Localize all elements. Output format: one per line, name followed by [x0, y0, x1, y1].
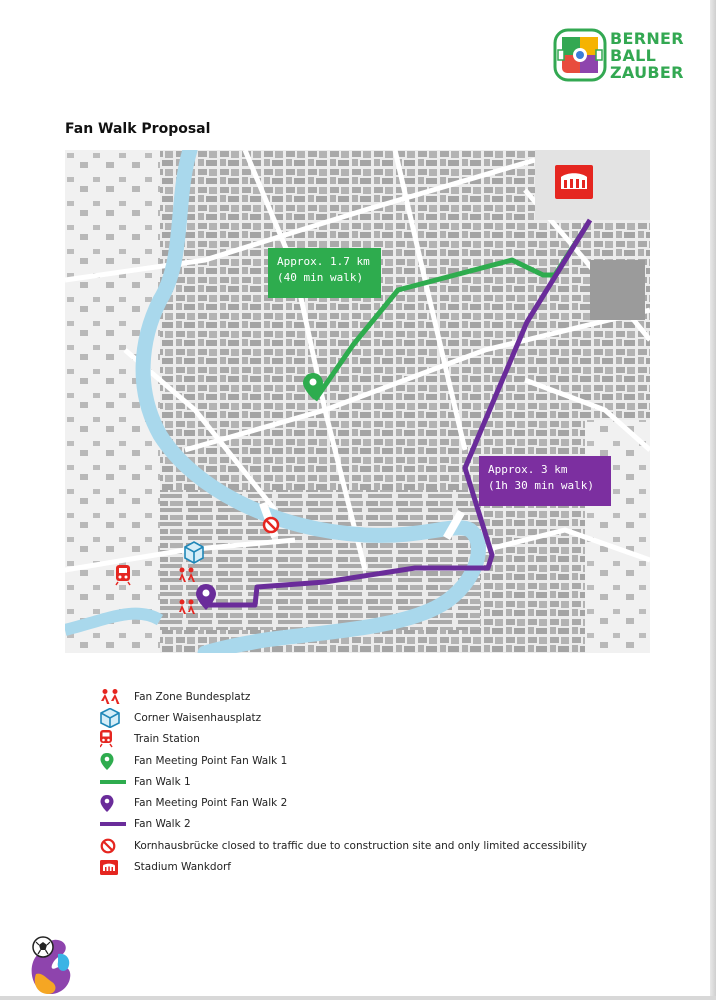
- legend-item: Stadium Wankdorf: [100, 856, 660, 877]
- nydegg-bridge: [443, 510, 465, 540]
- fan-walk-map[interactable]: Approx. 1.7 km (40 min walk) Approx. 3 k…: [65, 150, 650, 653]
- page-bottom-edge: [0, 996, 716, 1000]
- fan-zone-icon: [100, 687, 126, 707]
- legend-label: Fan Walk 2: [134, 818, 191, 831]
- no-entry-kornhausbruecke-icon[interactable]: [262, 516, 280, 534]
- corner-icon: [100, 707, 126, 728]
- fan-walk-1-callout: Approx. 1.7 km (40 min walk): [268, 248, 381, 298]
- legend-item: Fan Meeting Point Fan Walk 1: [100, 750, 660, 771]
- fan-zone-bundesplatz-icon-2[interactable]: [179, 599, 195, 615]
- train-station-icon[interactable]: [115, 565, 131, 586]
- corner-waisenhausplatz-icon[interactable]: [184, 541, 204, 564]
- legend-item: Fan Meeting Point Fan Walk 2: [100, 792, 660, 813]
- legend-item: Train Station: [100, 729, 660, 750]
- green-line-icon: [100, 772, 126, 792]
- fan-walk-2-callout: Approx. 3 km (1h 30 min walk): [479, 456, 611, 506]
- green-pin-icon: [100, 751, 126, 771]
- callout-walk2-distance: Approx. 3 km: [488, 463, 568, 476]
- no-entry-icon: [100, 836, 126, 856]
- train-icon: [100, 729, 126, 749]
- purple-pin-icon: [100, 793, 126, 813]
- legend-label: Fan Zone Bundesplatz: [134, 690, 251, 703]
- fan-walk-2-route: [206, 218, 593, 608]
- logo-line3: ZAUBER: [610, 63, 684, 82]
- logo-line2: BALL: [610, 46, 657, 65]
- callout-walk1-duration: (40 min walk): [277, 271, 364, 284]
- meeting-point-walk-1-icon[interactable]: [303, 373, 323, 399]
- meeting-point-walk-2-icon[interactable]: [196, 584, 216, 610]
- east-area: [585, 420, 650, 653]
- legend-item: Fan Walk 2: [100, 814, 660, 835]
- purple-line-icon: [100, 814, 126, 834]
- mascot-ball-icon: [31, 936, 71, 995]
- callout-walk2-duration: (1h 30 min walk): [488, 479, 594, 492]
- exhibition-hall: [590, 260, 645, 320]
- legend-item: Kornhausbrücke closed to traffic due to …: [100, 835, 660, 856]
- logo-line1: BERNER: [610, 29, 684, 48]
- page-title: Fan Walk Proposal: [65, 121, 211, 137]
- stadium-wankdorf-icon[interactable]: [555, 165, 593, 199]
- logo-wordmark: BERNER BALL ZAUBER: [610, 30, 684, 81]
- stadium-icon: [100, 857, 126, 877]
- map-legend: Fan Zone Bundesplatz Corner Waisenhauspl…: [100, 686, 660, 878]
- logo-mark-icon: [553, 28, 607, 82]
- legend-label: Train Station: [134, 733, 200, 746]
- legend-item: Fan Walk 1: [100, 771, 660, 792]
- legend-item: Corner Waisenhausplatz: [100, 707, 660, 728]
- legend-label: Fan Meeting Point Fan Walk 2: [134, 797, 288, 810]
- page-edge: [710, 0, 716, 1000]
- legend-label: Fan Meeting Point Fan Walk 1: [134, 754, 288, 767]
- legend-label: Fan Walk 1: [134, 775, 191, 788]
- legend-item: Fan Zone Bundesplatz: [100, 686, 660, 707]
- river-aare: [135, 150, 486, 653]
- map-canvas: [65, 150, 650, 653]
- brand-logo: BERNER BALL ZAUBER: [553, 28, 693, 84]
- legend-label: Corner Waisenhausplatz: [134, 711, 262, 724]
- fan-zone-bundesplatz-icon[interactable]: [179, 567, 195, 583]
- legend-label: Kornhausbrücke closed to traffic due to …: [134, 839, 587, 852]
- legend-label: Stadium Wankdorf: [134, 861, 232, 874]
- callout-walk1-distance: Approx. 1.7 km: [277, 255, 370, 268]
- river-branch: [65, 607, 164, 636]
